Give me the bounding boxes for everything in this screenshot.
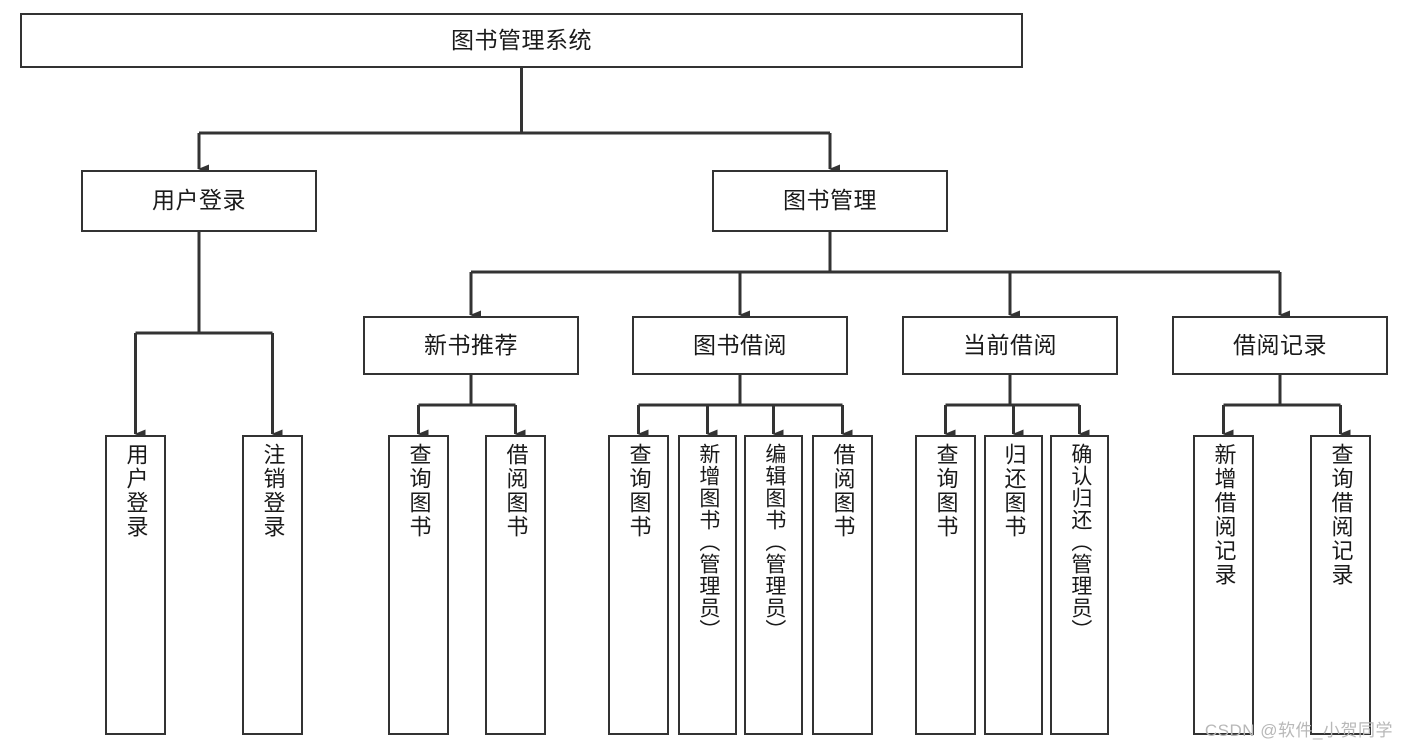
node-label: 用户登录	[123, 443, 149, 539]
node-box-n9[interactable]: 查询图书	[388, 435, 449, 735]
node-box-n13[interactable]: 编辑图书（管理员）	[744, 435, 803, 735]
node-box-n1[interactable]: 用户登录	[81, 170, 317, 232]
node-box-n17[interactable]: 确认归还（管理员）	[1050, 435, 1109, 735]
node-box-n4[interactable]: 图书借阅	[632, 316, 848, 375]
node-label: 归还图书	[1001, 443, 1027, 539]
node-box-n3[interactable]: 新书推荐	[363, 316, 579, 375]
watermark: CSDN @软件_小贺同学	[1204, 721, 1393, 740]
node-box-n2[interactable]: 图书管理	[712, 170, 948, 232]
node-box-n19[interactable]: 查询借阅记录	[1310, 435, 1371, 735]
node-label: 编辑图书（管理员）	[762, 443, 786, 641]
node-box-n7[interactable]: 用户登录	[105, 435, 166, 735]
node-box-n5[interactable]: 当前借阅	[902, 316, 1118, 375]
node-box-n11[interactable]: 查询图书	[608, 435, 669, 735]
node-box-n8[interactable]: 注销登录	[242, 435, 303, 735]
node-label: 当前借阅	[963, 331, 1057, 358]
node-box-n16[interactable]: 归还图书	[984, 435, 1043, 735]
connector-group	[134, 68, 1351, 439]
node-box-n10[interactable]: 借阅图书	[485, 435, 546, 735]
node-label: 查询图书	[406, 443, 432, 539]
node-label: 用户登录	[152, 187, 246, 214]
node-label: 借阅图书	[503, 443, 529, 539]
node-box-n0[interactable]: 图书管理系统	[20, 13, 1023, 68]
node-box-n15[interactable]: 查询图书	[915, 435, 976, 735]
node-box-n18[interactable]: 新增借阅记录	[1193, 435, 1254, 735]
node-label: 新增借阅记录	[1211, 443, 1237, 587]
node-label: 新书推荐	[424, 331, 518, 358]
node-box-n12[interactable]: 新增图书（管理员）	[678, 435, 737, 735]
node-label: 查询图书	[933, 443, 959, 539]
node-label: 查询借阅记录	[1328, 443, 1354, 587]
node-label: 新增图书（管理员）	[696, 443, 720, 641]
node-label: 图书管理系统	[451, 26, 592, 53]
node-box-n6[interactable]: 借阅记录	[1172, 316, 1388, 375]
node-label: 借阅图书	[830, 443, 856, 539]
node-box-n14[interactable]: 借阅图书	[812, 435, 873, 735]
node-label: 图书管理	[783, 187, 877, 214]
node-label: 确认归还（管理员）	[1068, 443, 1092, 641]
node-label: 注销登录	[260, 443, 286, 539]
node-label: 查询图书	[626, 443, 652, 539]
node-label: 借阅记录	[1233, 331, 1327, 358]
node-label: 图书借阅	[693, 331, 787, 358]
